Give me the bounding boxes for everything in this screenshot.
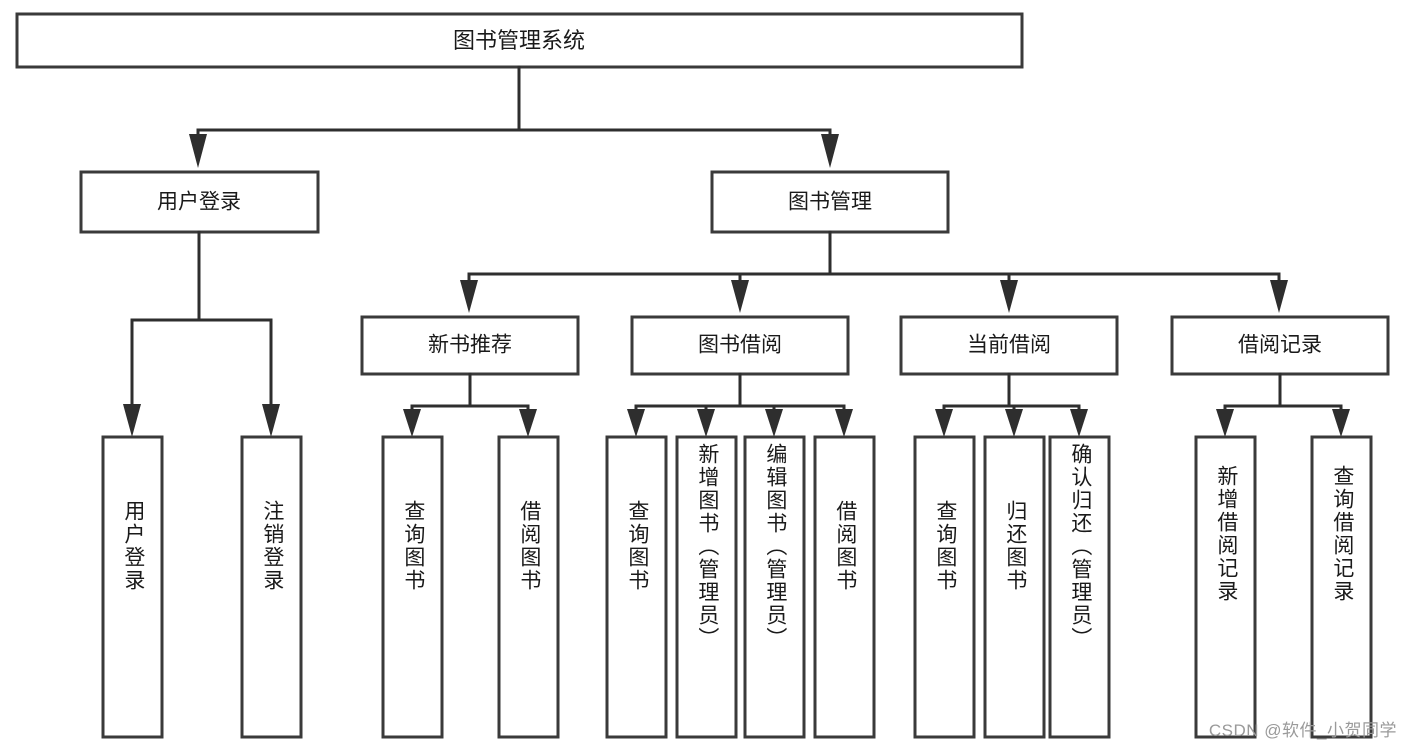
arrow-head-icon: [1216, 409, 1234, 437]
arrow-head-icon: [765, 409, 783, 437]
leaf-box-borrow-book-newrec[interactable]: [497, 435, 560, 739]
node-root-system[interactable]: 图书管理系统: [15, 12, 1024, 69]
leaf-box-add-book-admin[interactable]: [675, 435, 738, 739]
node-level2-current-borrow[interactable]: 当前借阅: [899, 315, 1119, 376]
leaf-box-query-book-current[interactable]: [913, 435, 976, 739]
node-level2-borrow-record-label: 借阅记录: [1238, 334, 1322, 357]
leaf-box-query-book-borrow[interactable]: [605, 435, 668, 739]
arrow-head-icon: [697, 409, 715, 437]
arrow-head-icon: [835, 409, 853, 437]
leaf-box-return-book[interactable]: [983, 435, 1046, 739]
node-level2-new-book-recommend[interactable]: 新书推荐: [360, 315, 580, 376]
node-level2-current-borrow-box[interactable]: [899, 315, 1119, 376]
node-level1-book-management-label: 图书管理: [788, 191, 872, 214]
node-level2-borrow-record[interactable]: 借阅记录: [1170, 315, 1390, 376]
leaf-box-user-login[interactable]: [101, 435, 164, 739]
leaf-box-query-borrow-record[interactable]: [1310, 435, 1373, 739]
arrow-head-icon: [1005, 409, 1023, 437]
arrow-head-icon: [460, 280, 478, 313]
node-level1-book-management-box[interactable]: [710, 170, 950, 234]
node-level1-user-login[interactable]: 用户登录: [79, 170, 320, 234]
node-level2-borrow-record-box[interactable]: [1170, 315, 1390, 376]
node-root-system-box[interactable]: [15, 12, 1024, 69]
node-level2-new-book-recommend-label: 新书推荐: [428, 334, 512, 357]
arrow-head-icon: [1270, 280, 1288, 313]
csdn-watermark: CSDN @软件_小贺同学: [1208, 721, 1397, 740]
arrow-head-icon: [1070, 409, 1088, 437]
leaf-box-query-book-newrec[interactable]: [381, 435, 444, 739]
node-root-system-label: 图书管理系统: [453, 28, 585, 53]
node-level2-book-borrow-label: 图书借阅: [698, 334, 782, 357]
leaf-box-borrow-book[interactable]: [813, 435, 876, 739]
arrow-head-icon: [935, 409, 953, 437]
arrow-head-icon: [519, 409, 537, 437]
arrow-head-icon: [262, 404, 280, 437]
node-level1-book-management[interactable]: 图书管理: [710, 170, 950, 234]
arrow-head-icon: [123, 404, 141, 437]
arrow-head-icon: [403, 409, 421, 437]
node-level2-book-borrow-box[interactable]: [630, 315, 850, 376]
leaf-box-confirm-return-admin[interactable]: [1048, 435, 1111, 739]
node-level1-user-login-label: 用户登录: [157, 191, 241, 214]
arrow-head-icon: [627, 409, 645, 437]
arrow-head-icon: [189, 134, 207, 168]
node-level2-current-borrow-label: 当前借阅: [967, 334, 1051, 357]
node-level2-book-borrow[interactable]: 图书借阅: [630, 315, 850, 376]
arrow-head-icon: [821, 134, 839, 168]
arrow-head-icon: [731, 280, 749, 313]
arrow-head-icon: [1000, 280, 1018, 313]
node-level2-new-book-recommend-box[interactable]: [360, 315, 580, 376]
arrow-head-icon: [1332, 409, 1350, 437]
leaf-box-add-borrow-record[interactable]: [1194, 435, 1257, 739]
leaf-box-logout[interactable]: [240, 435, 303, 739]
leaf-box-edit-book-admin[interactable]: [743, 435, 806, 739]
